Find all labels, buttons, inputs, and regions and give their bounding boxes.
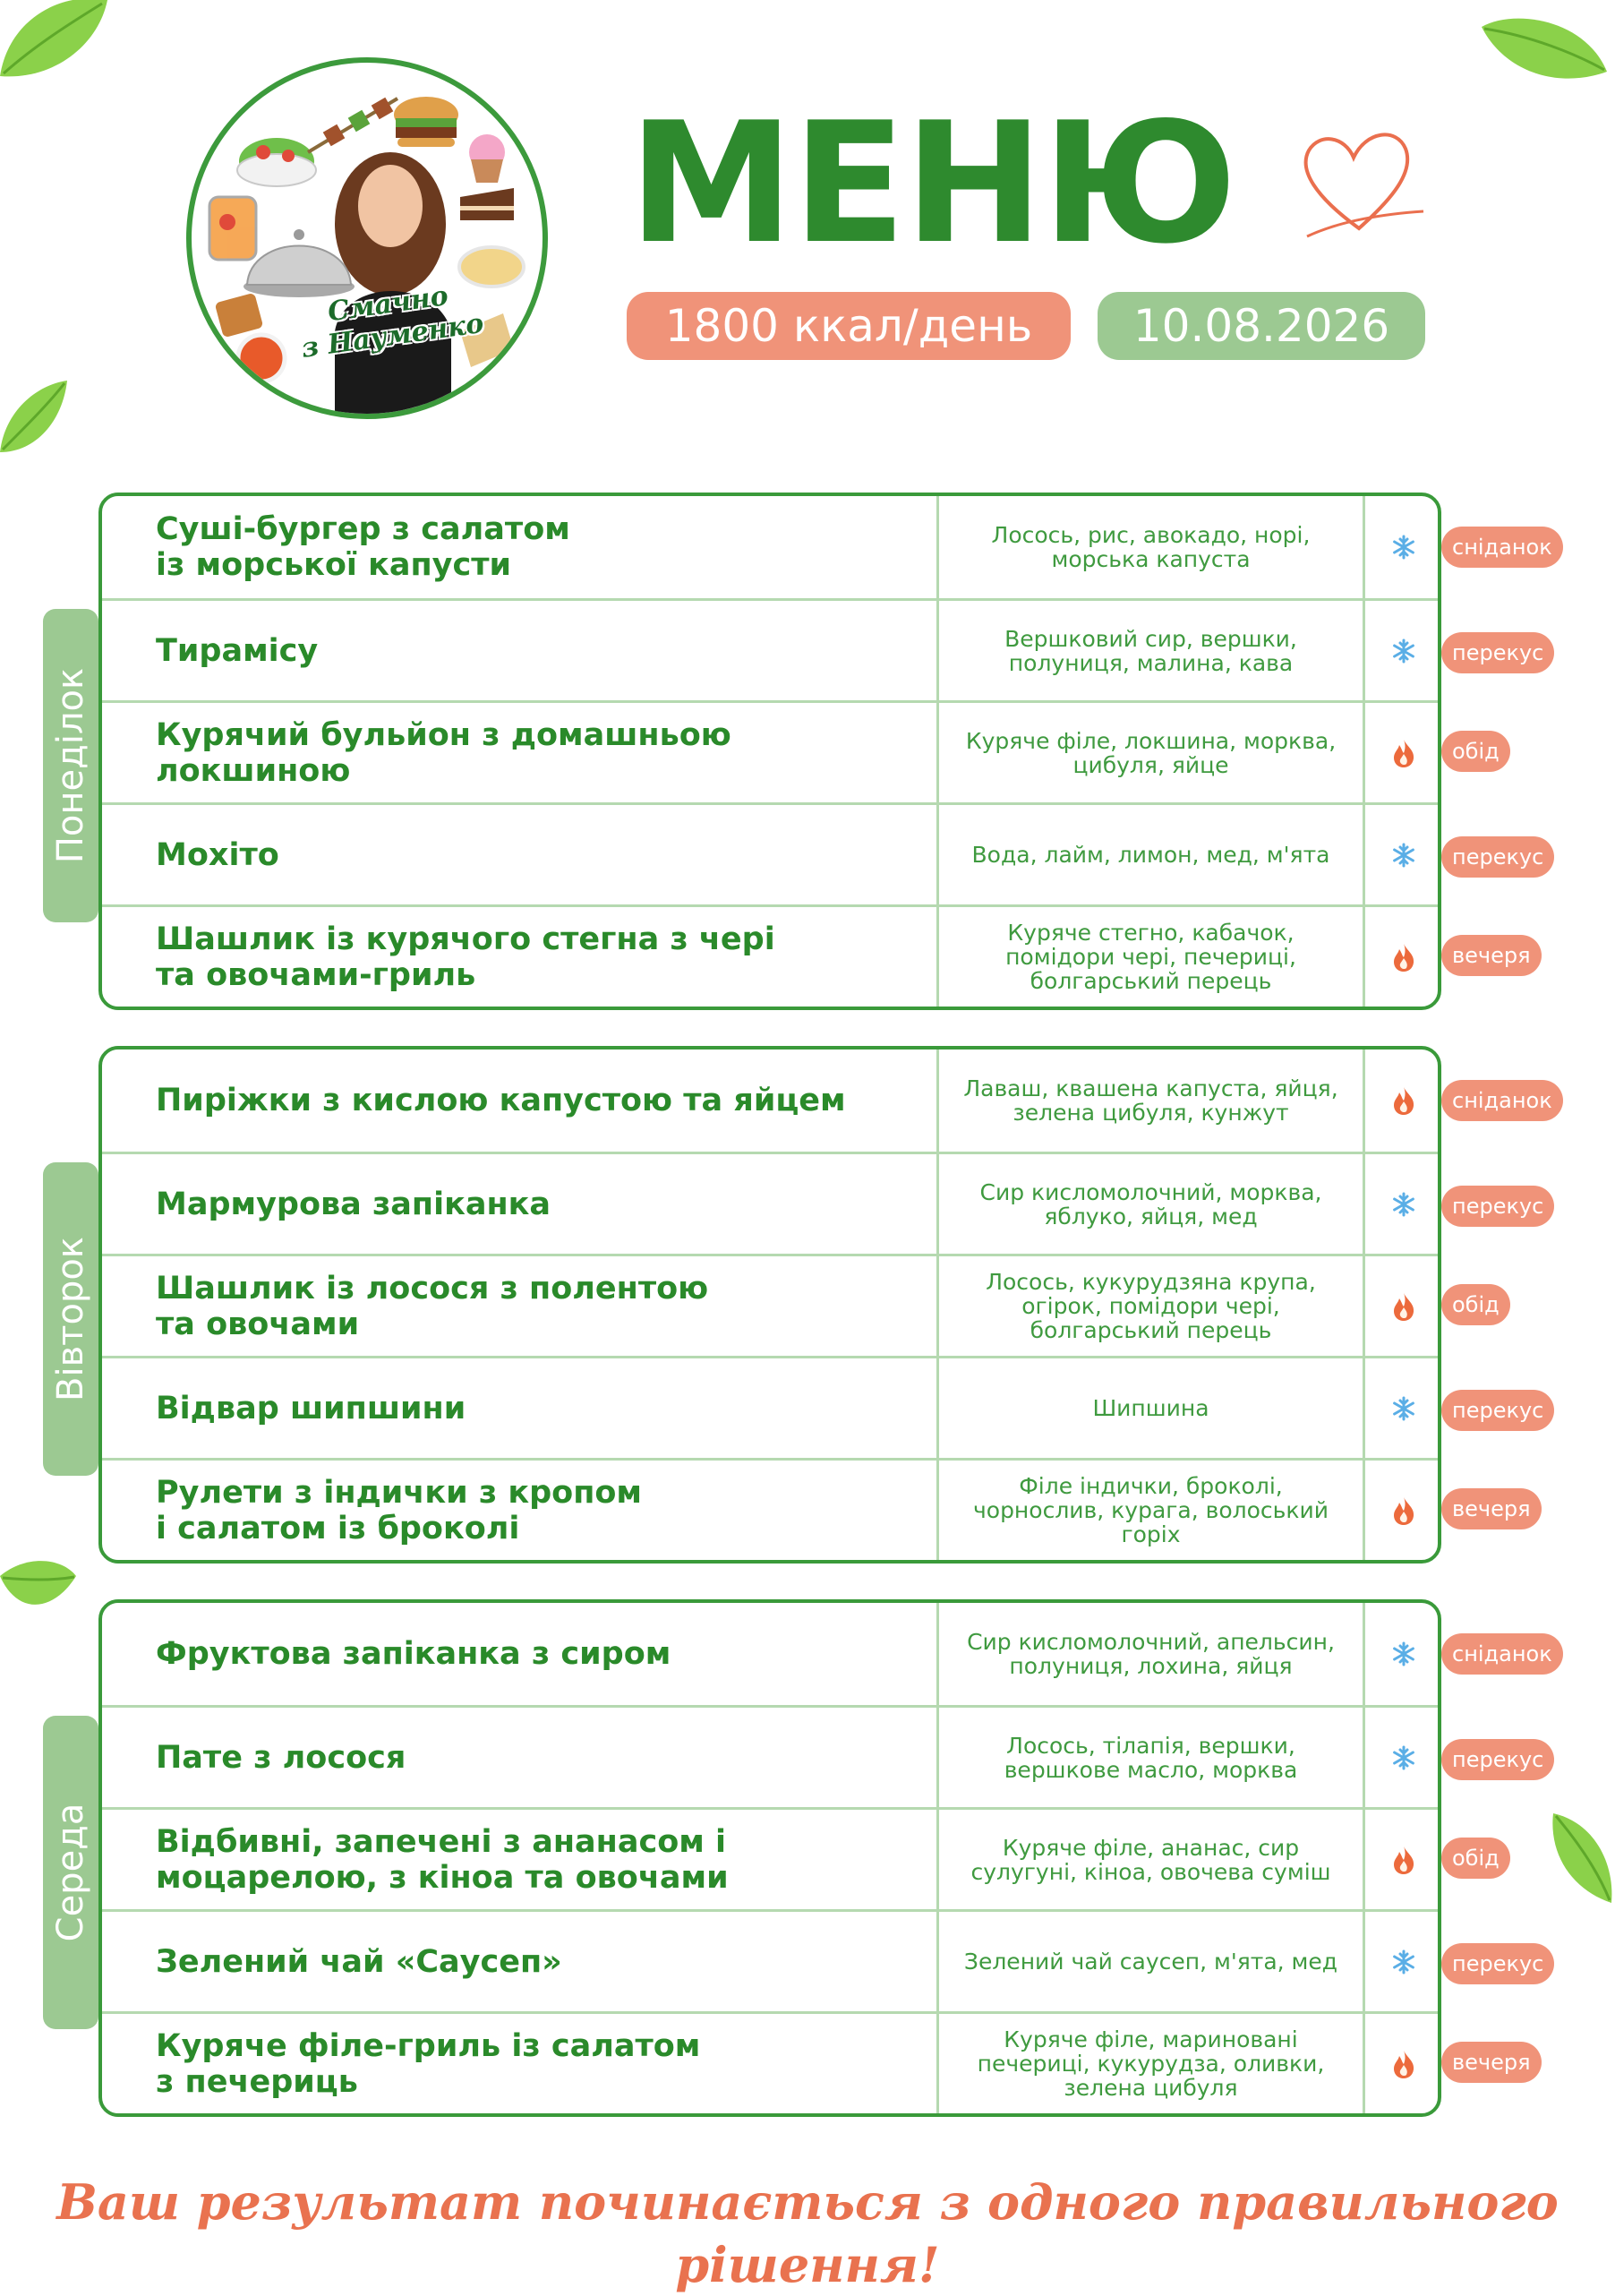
dish-ingredients: Куряче філе, локшина, морква, цибуля, яй…	[936, 703, 1363, 802]
leaf-decoration-icon	[1482, 18, 1607, 79]
date-badge: 10.08.2026	[1098, 292, 1425, 360]
table-row: Куряче філе-гриль із салатом з печериць К…	[102, 2011, 1438, 2113]
fire-icon	[1363, 2014, 1441, 2113]
dish-name: Шашлик із курячого стегна з чері та овоч…	[156, 921, 775, 993]
day-menu-table: Пиріжки з кислою капустою та яйцем Лаваш,…	[98, 1046, 1441, 1564]
dish-ingredients: Сир кисломолочний, морква, яблуко, яйця,…	[936, 1154, 1363, 1254]
snowflake-icon	[1363, 805, 1441, 904]
fire-icon	[1363, 703, 1441, 802]
table-row: Відбивні, запечені з ананасом і моцарело…	[102, 1807, 1438, 1909]
dish-name: Пиріжки з кислою капустою та яйцем	[156, 1083, 846, 1118]
dish-name: Фруктова запіканка з сиром	[156, 1636, 671, 1672]
dish-name: Мохіто	[156, 836, 279, 873]
meal-type-tag: сніданок	[1441, 1080, 1563, 1121]
dish-ingredients: Лосось, тілапія, вершки, вершкове масло,…	[936, 1708, 1363, 1807]
leaf-decoration-icon	[0, 381, 67, 452]
dish-ingredients: Шипшина	[936, 1358, 1363, 1458]
leaf-decoration-icon	[0, 0, 107, 77]
day-menu-table: Суші-бургер з салатом із морської капуст…	[98, 493, 1441, 1010]
dish-ingredients: Сир кисломолочний, апельсин, полуниця, л…	[936, 1603, 1363, 1705]
table-row: Суші-бургер з салатом із морської капуст…	[102, 496, 1438, 598]
snowflake-icon	[1363, 496, 1441, 598]
dish-ingredients: Лосось, кукурудзяна крупа, огірок, помід…	[936, 1256, 1363, 1356]
fire-icon	[1363, 1810, 1441, 1909]
day-label: Понеділок	[50, 667, 91, 864]
dish-ingredients: Вода, лайм, лимон, мед, м'ята	[936, 805, 1363, 904]
day-tab: Вівторок	[43, 1162, 98, 1476]
fire-icon	[1363, 1049, 1441, 1152]
meal-type-tag: обід	[1441, 1838, 1510, 1879]
snowflake-icon	[1363, 1154, 1441, 1254]
day-label: Вівторок	[50, 1237, 91, 1401]
table-row: Відвар шипшини Шипшина	[102, 1356, 1438, 1458]
dish-name: Пате з лосося	[156, 1739, 406, 1776]
snowflake-icon	[1363, 1603, 1441, 1705]
dish-ingredients: Зелений чай саусеп, м'ята, мед	[936, 1912, 1363, 2011]
table-row: Тирамісу Вершковий сир, вершки, полуниця,…	[102, 598, 1438, 700]
meal-type-tag: сніданок	[1441, 1633, 1563, 1675]
meal-type-tag: перекус	[1441, 1739, 1555, 1780]
table-row: Курячий бульйон з домашньою локшиною Куря…	[102, 700, 1438, 802]
table-row: Шашлик із курячого стегна з чері та овоч…	[102, 904, 1438, 1007]
dish-name: Відбивні, запечені з ананасом і моцарело…	[156, 1823, 729, 1896]
meal-type-tag: обід	[1441, 1284, 1510, 1325]
dish-name: Суші-бургер з салатом із морської капуст…	[156, 511, 570, 583]
dish-ingredients: Лаваш, квашена капуста, яйця, зелена циб…	[936, 1049, 1363, 1152]
calories-badge: 1800 ккал/день	[627, 292, 1071, 360]
heart-icon	[1303, 133, 1424, 238]
meal-type-tag: вечеря	[1441, 935, 1542, 976]
fire-icon	[1363, 1461, 1441, 1560]
table-row: Рулети з індички з кропом і салатом із б…	[102, 1458, 1438, 1560]
table-row: Пате з лосося Лосось, тілапія, вершки, ве…	[102, 1705, 1438, 1807]
dish-ingredients: Філе індички, броколі, чорнослив, курага…	[936, 1461, 1363, 1560]
day-label: Середа	[50, 1803, 91, 1942]
table-row: Пиріжки з кислою капустою та яйцем Лаваш,…	[102, 1049, 1438, 1152]
footer-slogan: Ваш результат починається з одного прави…	[56, 2173, 1559, 2293]
meal-type-tag: перекус	[1441, 1390, 1555, 1431]
table-row: Мармурова запіканка Сир кисломолочний, мо…	[102, 1152, 1438, 1254]
food-illustration-icon	[208, 97, 526, 414]
fire-icon	[1363, 907, 1441, 1007]
leaf-decoration-icon	[0, 1561, 76, 1605]
day-tab: Понеділок	[43, 609, 98, 922]
day-menu-table: Фруктова запіканка з сиром Сир кисломолоч…	[98, 1599, 1441, 2117]
snowflake-icon	[1363, 1708, 1441, 1807]
dish-name: Рулети з індички з кропом і салатом із б…	[156, 1474, 643, 1546]
fire-icon	[1363, 1256, 1441, 1356]
dish-ingredients: Куряче філе, ананас, сир сулугуні, кіноа…	[936, 1810, 1363, 1909]
leaf-decoration-icon	[1552, 1813, 1612, 1903]
meal-type-tag: перекус	[1441, 836, 1555, 878]
meal-type-tag: сніданок	[1441, 527, 1563, 568]
snowflake-icon	[1363, 1358, 1441, 1458]
day-tab: Середа	[43, 1716, 98, 2029]
snowflake-icon	[1363, 601, 1441, 700]
dish-name: Тирамісу	[156, 632, 319, 669]
dish-ingredients: Куряче стегно, кабачок, помідори чері, п…	[936, 907, 1363, 1007]
dish-name: Відвар шипшини	[156, 1390, 466, 1426]
dish-ingredients: Вершковий сир, вершки, полуниця, малина,…	[936, 601, 1363, 700]
dish-name: Курячий бульйон з домашньою локшиною	[156, 716, 731, 789]
dish-name: Зелений чай «Саусеп»	[156, 1943, 562, 1980]
table-row: Зелений чай «Саусеп» Зелений чай саусеп, …	[102, 1909, 1438, 2011]
dish-ingredients: Куряче філе, мариновані печериці, кукуру…	[936, 2014, 1363, 2113]
table-row: Мохіто Вода, лайм, лимон, мед, м'ята	[102, 802, 1438, 904]
table-row: Фруктова запіканка з сиром Сир кисломолоч…	[102, 1603, 1438, 1705]
dish-name: Шашлик із лосося з полентою та овочами	[156, 1270, 709, 1342]
meal-type-tag: перекус	[1441, 632, 1555, 673]
dish-name: Мармурова запіканка	[156, 1186, 551, 1222]
page-title: МЕНЮ	[628, 86, 1237, 280]
meal-type-tag: вечеря	[1441, 2042, 1542, 2083]
meal-type-tag: перекус	[1441, 1186, 1555, 1227]
dish-name: Куряче філе-гриль із салатом з печериць	[156, 2027, 701, 2100]
meal-type-tag: вечеря	[1441, 1488, 1542, 1529]
brand-logo: Смачно з Науменко	[186, 57, 548, 419]
table-row: Шашлик із лосося з полентою та овочами Ло…	[102, 1254, 1438, 1356]
snowflake-icon	[1363, 1912, 1441, 2011]
meal-type-tag: обід	[1441, 731, 1510, 772]
meal-type-tag: перекус	[1441, 1943, 1555, 1984]
dish-ingredients: Лосось, рис, авокадо, норі, морська капу…	[936, 496, 1363, 598]
